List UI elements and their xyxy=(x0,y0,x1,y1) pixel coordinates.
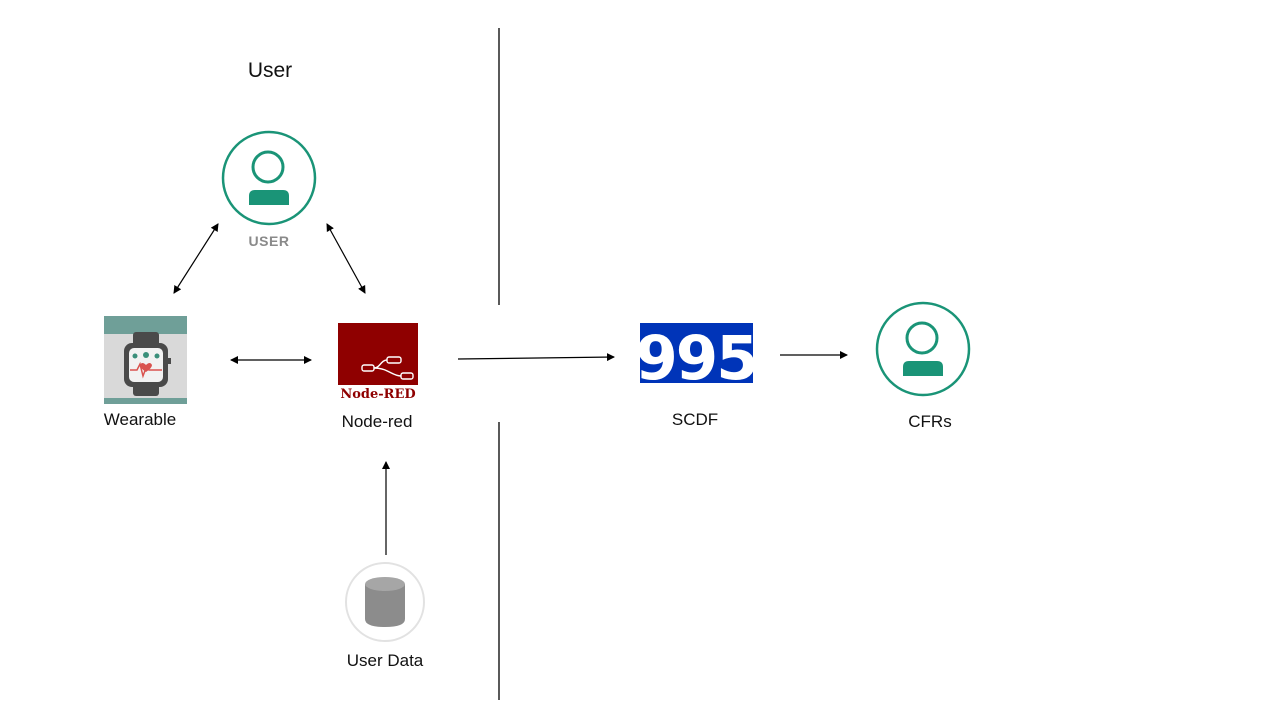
person-circle-icon xyxy=(875,301,971,397)
node-red-logo: Node-RED xyxy=(338,323,418,402)
userdata-label: User Data xyxy=(346,651,424,670)
svg-text:995: 995 xyxy=(635,323,756,394)
arrow-user-nodered xyxy=(326,223,366,294)
nodered-label: Node-red xyxy=(341,412,413,431)
cfrs-label: CFRs xyxy=(908,412,952,431)
arrow-user-wearable xyxy=(173,223,219,294)
smartwatch-icon xyxy=(104,316,187,404)
arrow-nodered-scdf xyxy=(457,353,615,362)
wearable-label: Wearable xyxy=(103,410,177,429)
svg-text:Node-RED: Node-RED xyxy=(340,387,415,402)
scdf-label: SCDF xyxy=(671,410,719,429)
user-caption: USER xyxy=(248,233,290,249)
person-circle-icon xyxy=(221,130,317,226)
database-icon xyxy=(345,562,425,642)
scdf-995-logo: 995 xyxy=(635,323,759,394)
section-title: User xyxy=(247,59,293,82)
